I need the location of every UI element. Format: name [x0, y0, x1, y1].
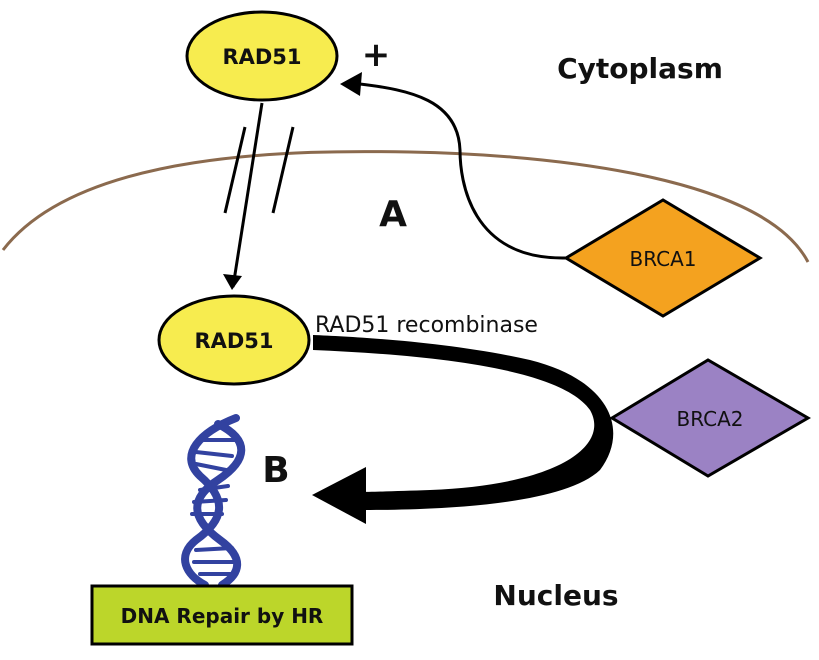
- recombinase-arrow: [313, 335, 614, 510]
- brca1-label: BRCA1: [630, 247, 697, 271]
- blocked-marker-left: [223, 126, 247, 214]
- recombinase-label: RAD51 recombinase: [315, 313, 538, 338]
- brca1-activation-arrowhead: [340, 72, 362, 96]
- rad51-nucleus-label: RAD51: [194, 329, 273, 353]
- activation-plus: +: [362, 35, 391, 75]
- dna-helix-icon: [181, 414, 246, 589]
- translocation-arrow: [231, 102, 264, 288]
- cytoplasm-label: Cytoplasm: [557, 52, 723, 85]
- brca2-node: BRCA2: [609, 358, 811, 478]
- nucleus-label: Nucleus: [493, 579, 618, 612]
- brca2-label: BRCA2: [677, 407, 744, 431]
- recombinase-arrowhead: [312, 467, 366, 524]
- step-a-label: A: [379, 194, 407, 235]
- step-b-label: B: [262, 450, 289, 491]
- dna-repair-node: DNA Repair by HR: [90, 584, 354, 646]
- brca1-activation-arrow: [359, 82, 567, 260]
- rad51-nucleus-node: RAD51: [157, 294, 311, 386]
- blocked-marker-right: [271, 126, 295, 214]
- translocation-arrowhead: [223, 274, 242, 290]
- rad51-cytoplasm-label: RAD51: [222, 45, 301, 69]
- dna-repair-label: DNA Repair by HR: [121, 604, 324, 628]
- rad51-cytoplasm-node: RAD51: [185, 10, 339, 102]
- brca1-node: BRCA1: [563, 198, 763, 318]
- nuclear-membrane: [1, 150, 810, 263]
